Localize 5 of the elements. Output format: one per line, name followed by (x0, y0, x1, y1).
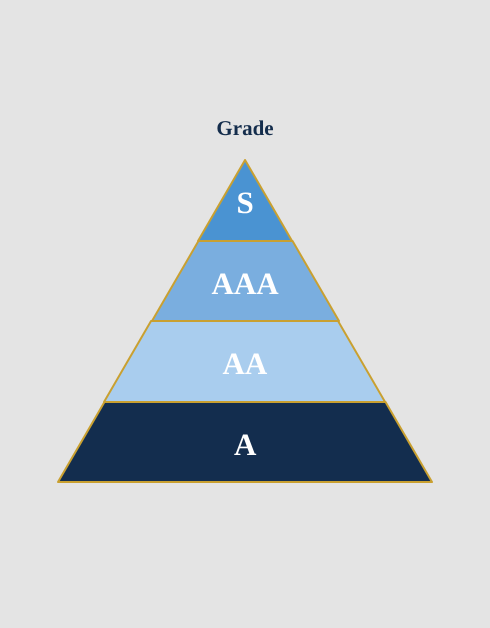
grade-label: A (234, 428, 256, 460)
grade-label: AA (222, 348, 268, 379)
grade-label: S (236, 187, 254, 218)
diagram-title: Grade (215, 116, 275, 141)
grade-label: AAA (212, 268, 279, 298)
